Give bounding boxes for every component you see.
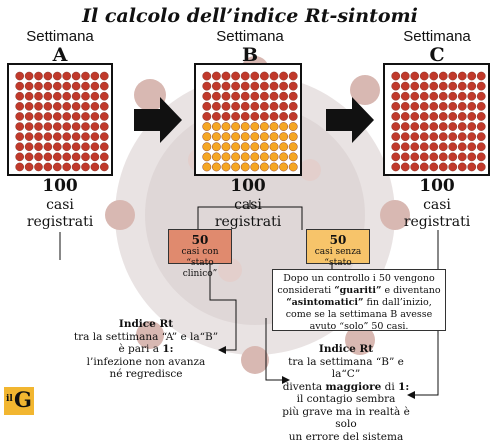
rt-a-b-line-4: l’infezione non avanza (70, 356, 222, 369)
note-line-3: “asintomatici” fin dall’inizio, (277, 297, 441, 309)
rt-b-c-heading: Indice Rt (276, 343, 416, 356)
note-line-5: avuto “solo” 50 casi. (277, 321, 441, 333)
rt-b-c-line-5: più grave ma in realtà è solo (276, 406, 416, 431)
cases-with-status-number: 50 (169, 233, 231, 247)
cases-without-clinical-status-box: 50 casi senza “stato clinico” (306, 229, 370, 264)
rt-a-b-line-3: è pari a 1: (70, 343, 222, 356)
rt-b-c-line-6: un errore del sistema (276, 431, 416, 443)
cases-with-status-line2: “stato clinico” (169, 258, 231, 280)
note-line-4: come se la settimana B avesse (277, 309, 441, 321)
rt-a-b-line-5: né regredisce (70, 368, 222, 381)
rt-b-c-line-3: diventa maggiore di 1: (276, 381, 416, 394)
rt-b-c-line-4: il contagio sembra (276, 393, 416, 406)
cases-with-status-line1: casi con (169, 247, 231, 258)
rt-a-b-line-2: tra la settimana “A” e la“B” (70, 331, 222, 344)
rt-a-b-heading: Indice Rt (70, 318, 222, 331)
note-line-1: Dopo un controllo i 50 vengono (277, 273, 441, 285)
note-line-2: considerati “guariti” e diventano (277, 285, 441, 297)
cases-without-status-number: 50 (307, 233, 369, 247)
explanation-note: Dopo un controllo i 50 vengono considera… (272, 269, 446, 331)
rt-b-c-line-2: tra la settimana “B” e la“C” (276, 356, 416, 381)
cases-without-status-line1: casi senza (307, 247, 369, 258)
rt-b-c-explanation: Indice Rt tra la settimana “B” e la“C” d… (276, 343, 416, 443)
rt-a-b-explanation: Indice Rt tra la settimana “A” e la“B” è… (70, 318, 222, 381)
cases-with-clinical-status-box: 50 casi con “stato clinico” (168, 229, 232, 264)
il-giornale-logo: il G (4, 387, 34, 415)
